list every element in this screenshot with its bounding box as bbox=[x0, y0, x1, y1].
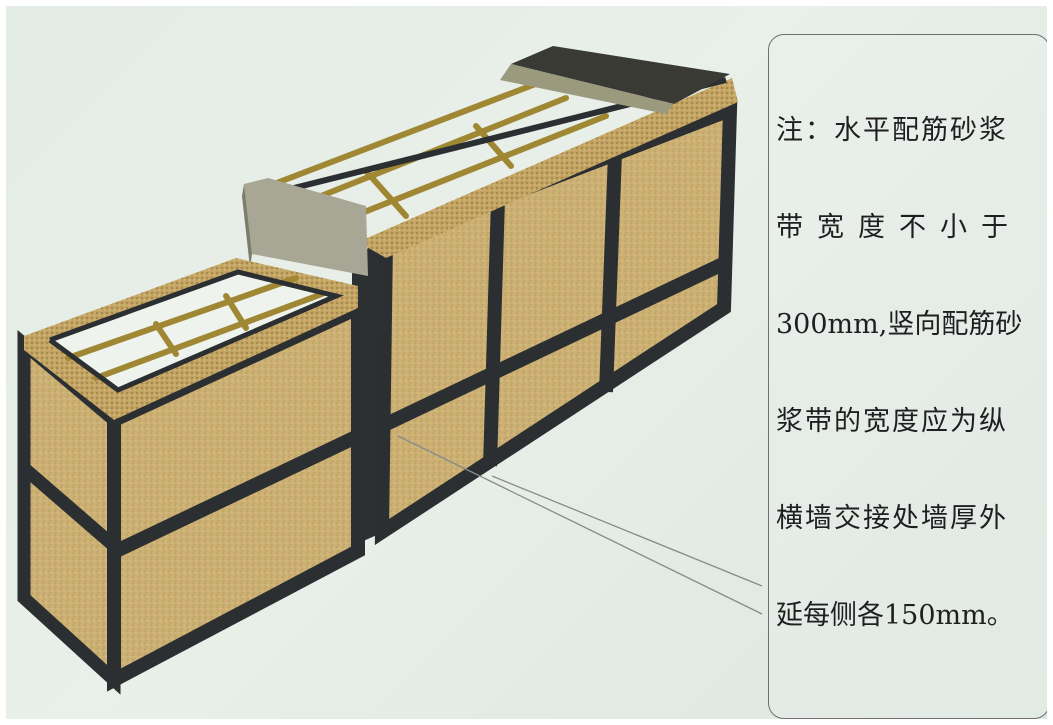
mortar-sheet-edge bbox=[500, 64, 674, 114]
end-plate-shadow bbox=[242, 184, 252, 268]
note-line-3: 300mm,竖向配筋砂 bbox=[776, 309, 1023, 340]
short-block-front-frame bbox=[107, 297, 365, 692]
note-line-5: 横墙交接处墙厚外 bbox=[776, 503, 1008, 534]
note-box bbox=[768, 34, 1047, 719]
note-line-2: 带宽度不小于 bbox=[776, 212, 1022, 243]
short-block-top-opening bbox=[50, 272, 336, 390]
leader-lines bbox=[397, 435, 763, 615]
note-line-4: 浆带的宽度应为纵 bbox=[776, 406, 1008, 437]
tall-block-top-mortar bbox=[358, 78, 738, 258]
note-line-6: 延每侧各150mm。 bbox=[776, 600, 1014, 631]
mortar-sheet bbox=[511, 46, 730, 104]
end-plate bbox=[244, 178, 368, 276]
short-block-top-frame bbox=[48, 269, 344, 393]
wall-3d-illustration bbox=[17, 46, 763, 695]
note-line-1: 注：水平配筋砂浆 bbox=[776, 115, 1008, 146]
figure-frame bbox=[6, 6, 1047, 719]
short-block-top-rebar bbox=[65, 275, 325, 381]
